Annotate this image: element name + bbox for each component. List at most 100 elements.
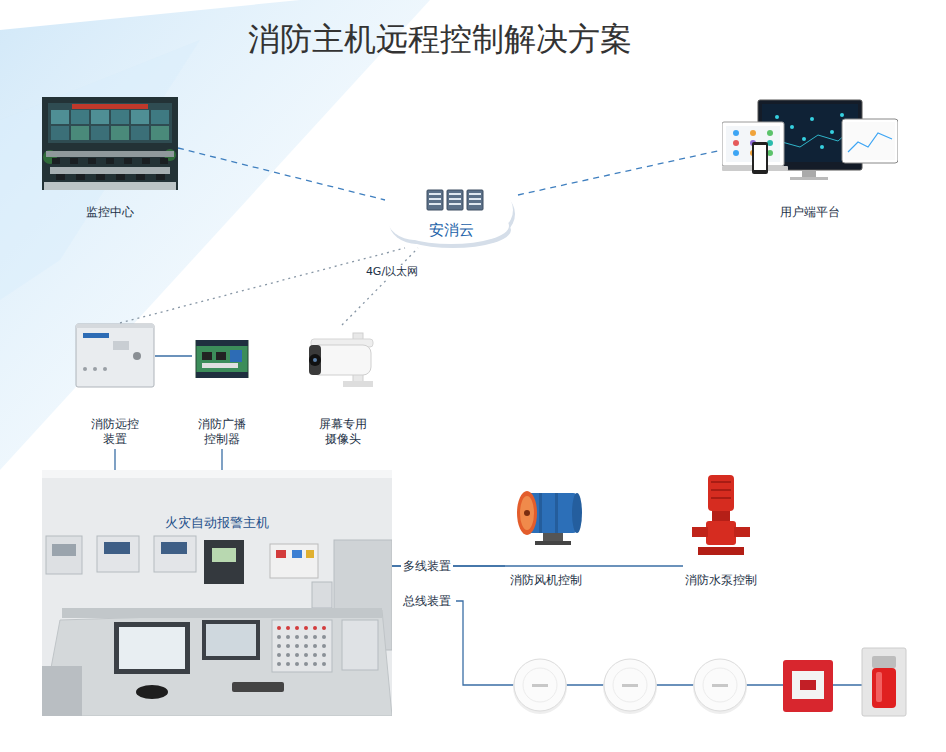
illustration-rect — [698, 547, 744, 555]
illustration-rect — [142, 158, 150, 164]
illustration-rect — [160, 158, 168, 164]
detector-shadow — [693, 660, 747, 714]
node-label: 消防远控 装置 — [87, 417, 143, 447]
detector-mark — [712, 684, 728, 687]
illustration-rect — [83, 333, 109, 338]
illustration-rect — [711, 489, 731, 491]
illustration-circle — [802, 137, 806, 141]
illustration-circle — [304, 662, 308, 666]
illustration-rect — [202, 352, 212, 360]
illustration-circle — [322, 662, 326, 666]
illustration-rect — [469, 203, 481, 205]
illustration-circle — [810, 117, 814, 121]
illustration-rect — [116, 174, 125, 180]
bus-label: 总线装置 — [401, 594, 453, 608]
smoke-detector — [693, 659, 747, 714]
illustration-rect — [161, 542, 187, 554]
illustration-circle — [295, 635, 299, 639]
node-label: 屏幕专用 摄像头 — [315, 417, 371, 447]
illustration-rect — [72, 104, 148, 109]
illustration-rect — [204, 540, 244, 584]
illustration-circle — [733, 140, 739, 146]
illustration-rect — [114, 622, 190, 674]
illustration-rect — [62, 608, 382, 618]
illustration-rect — [202, 363, 238, 368]
illustration-rect — [309, 345, 321, 375]
smoke-detector — [603, 659, 657, 714]
node-label: 消防水泵控制 — [683, 573, 759, 588]
illustration-rect — [51, 110, 69, 124]
device-node: 消防风机控制 — [505, 485, 587, 590]
detector-mark — [532, 684, 548, 687]
device-node: 监控中心 — [42, 97, 178, 222]
node-label: 消防广播 控制器 — [194, 417, 250, 447]
illustration-rect — [734, 527, 750, 537]
detector-body — [694, 659, 746, 711]
illustration-rect — [131, 110, 149, 124]
edge-label: 4G/以太网 — [364, 265, 420, 278]
illustration-rect — [111, 126, 129, 140]
alarm-grille — [872, 656, 896, 668]
illustration-circle — [286, 635, 290, 639]
illustration-rect — [711, 481, 731, 483]
device-node: 火灾自动报警主机 — [42, 470, 392, 716]
illustration-circle — [295, 626, 299, 630]
illustration-rect — [447, 190, 463, 210]
illustration-rect — [802, 170, 816, 178]
device-node: 消防远控 装置 — [75, 323, 155, 449]
detector-mark — [622, 684, 638, 687]
illustration-rect — [708, 475, 734, 511]
illustration-rect — [97, 536, 139, 572]
device-illustration — [42, 97, 178, 190]
illustration-circle — [313, 662, 317, 666]
node-label: 消防风机控制 — [505, 573, 587, 588]
illustration-circle — [286, 653, 290, 657]
illustration-rect — [535, 541, 571, 545]
node-label: 监控中心 — [42, 205, 178, 220]
illustration-rect — [272, 620, 332, 672]
illustration-rect — [292, 550, 302, 558]
illustration-rect — [71, 110, 89, 124]
device-node: 安消云 — [385, 160, 518, 248]
illustration-rect — [196, 372, 248, 378]
illustration-rect — [91, 110, 109, 124]
illustration-circle — [304, 626, 308, 630]
illustration-circle — [295, 653, 299, 657]
illustration-rect — [44, 182, 176, 190]
illustration-rect — [343, 381, 373, 387]
illustration-circle — [295, 644, 299, 648]
illustration-circle — [286, 644, 290, 648]
illustration-rect — [212, 548, 236, 562]
illustration-circle — [304, 653, 308, 657]
illustration-rect — [70, 158, 78, 164]
illustration-rect — [46, 536, 82, 574]
illustration-circle — [309, 354, 321, 366]
call-point-button — [800, 680, 816, 690]
illustration-circle — [313, 653, 317, 657]
smoke-detector — [513, 659, 567, 714]
illustration-circle — [304, 635, 308, 639]
illustration-rect — [48, 103, 172, 143]
illustration-circle — [277, 635, 281, 639]
illustration-rect — [711, 497, 731, 499]
illustration-circle — [103, 367, 107, 371]
illustration-circle — [286, 626, 290, 630]
illustration-rect — [692, 527, 708, 537]
illustration-circle — [277, 653, 281, 657]
device-illustration — [505, 485, 587, 548]
illustration-rect — [449, 203, 461, 205]
illustration-rect — [96, 174, 105, 180]
illustration-rect — [429, 198, 441, 200]
illustration-circle — [322, 635, 326, 639]
illustration-rect — [306, 550, 314, 558]
connector-line — [114, 449, 115, 470]
illustration-rect — [104, 542, 130, 554]
illustration-rect — [706, 521, 736, 545]
illustration-rect — [42, 470, 392, 478]
illustration-g — [42, 470, 392, 716]
alarm-plate — [862, 648, 906, 716]
illustration-rect — [216, 352, 226, 360]
diagram-title: 消防主机远程控制解决方案 — [248, 20, 632, 58]
illustration-circle — [840, 113, 844, 117]
illustration-rect — [42, 97, 178, 190]
